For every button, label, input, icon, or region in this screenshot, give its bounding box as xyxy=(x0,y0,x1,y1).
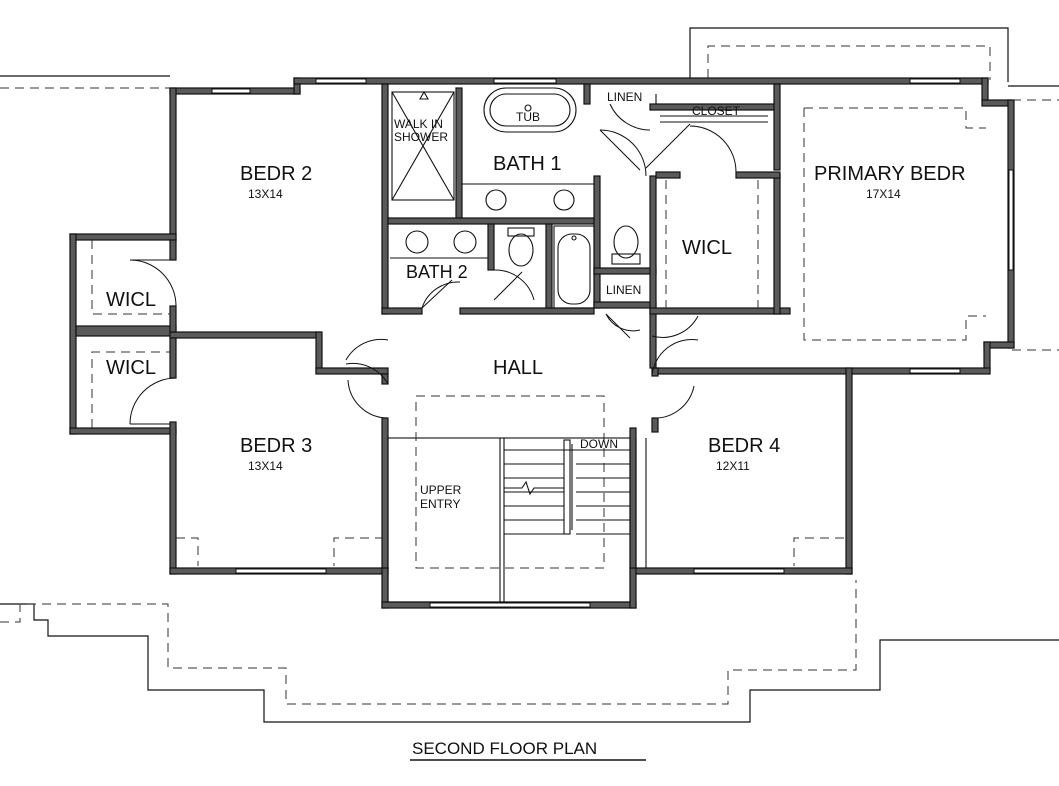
bedr4-size: 12X11 xyxy=(716,459,750,473)
bedr2-name: BEDR 2 xyxy=(240,163,312,185)
hall-name: HALL xyxy=(493,357,543,379)
primary-bedr-size: 17X14 xyxy=(866,187,901,201)
fixtures xyxy=(91,87,768,428)
bedr2-size: 13X14 xyxy=(248,187,283,201)
bedr3-name: BEDR 3 xyxy=(240,435,312,457)
shower-line2: SHOWER xyxy=(394,130,448,144)
wicl-upper-name: WICL xyxy=(106,289,156,311)
primary-bedr-name: PRIMARY BEDR xyxy=(814,163,966,185)
closet-name: CLOSET xyxy=(692,104,741,118)
upper-entry-line1: UPPER xyxy=(420,483,462,497)
upper-entry-line2: ENTRY xyxy=(420,497,460,511)
stair-down-label: DOWN xyxy=(580,437,618,451)
wicl-lower-name: WICL xyxy=(106,357,156,379)
room-labels: BEDR 2 13X14 BEDR 3 13X14 BEDR 4 12X11 P… xyxy=(106,90,966,511)
bedr4-name: BEDR 4 xyxy=(708,435,780,457)
shower-line1: WALK IN xyxy=(394,117,443,131)
doors xyxy=(129,103,737,425)
bath1-name: BATH 1 xyxy=(493,153,562,175)
plan-title: SECOND FLOOR PLAN xyxy=(412,739,597,758)
tub-name: TUB xyxy=(516,110,540,124)
wicl-primary-name: WICL xyxy=(682,237,732,259)
linen-upper-name: LINEN xyxy=(607,90,642,104)
roof-outlines xyxy=(0,27,1059,723)
linen-lower-name: LINEN xyxy=(606,283,641,297)
bedr3-size: 13X14 xyxy=(248,459,283,473)
stairs xyxy=(387,437,647,603)
bath2-name: BATH 2 xyxy=(406,262,468,282)
windows xyxy=(211,78,1014,608)
